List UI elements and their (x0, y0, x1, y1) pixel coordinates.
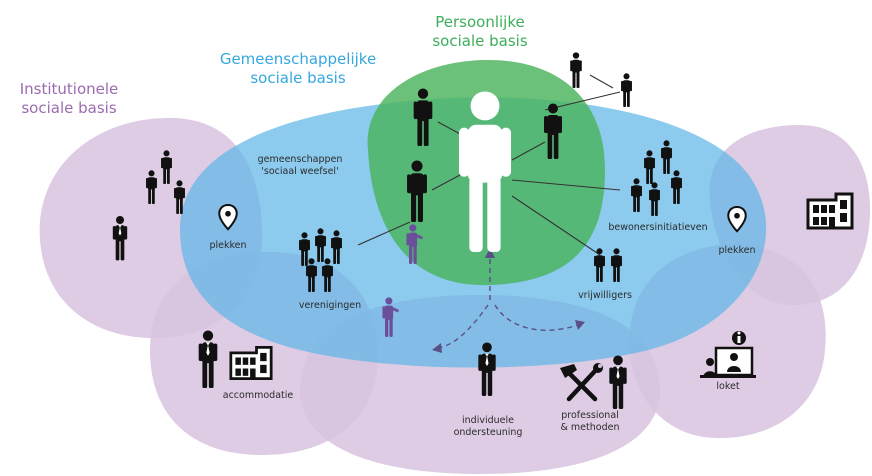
arrowhead (432, 343, 442, 353)
label-associations: verenigingen (298, 300, 362, 311)
arrowheads (432, 248, 585, 353)
title-line: sociale basis (250, 69, 346, 87)
title-line: Persoonlijke (435, 13, 525, 31)
label-places-left: plekken (209, 240, 247, 251)
connector-line (437, 121, 463, 136)
title-line: Institutionele (19, 80, 119, 98)
label-communities: gemeenschappen 'sociaal weefsel' (250, 154, 350, 178)
building-icon (806, 192, 854, 230)
title-communal-social-basis: Gemeenschappelijke sociale basis (208, 50, 388, 88)
arrowhead (575, 320, 585, 330)
label-resident-initiatives: bewonersinitiatieven (608, 222, 708, 233)
label-volunteers: vrijwilligers (578, 290, 632, 301)
connector-line (511, 195, 601, 256)
label-line: ondersteuning (453, 427, 523, 438)
label-counter: loket (716, 381, 740, 392)
title-institutional-social-basis: Institutionele sociale basis (6, 80, 132, 118)
person-icon (570, 52, 582, 88)
dashed-arrow-left (437, 304, 489, 349)
label-places-right: plekken (718, 245, 756, 256)
support-arrows (437, 258, 579, 349)
dashed-arrow-right (494, 304, 579, 331)
label-professional-methods: professional & methoden (552, 410, 628, 434)
building-icon (229, 345, 273, 381)
label-line: individuele (462, 415, 514, 426)
connector-lines (357, 74, 621, 256)
tools-icon (560, 363, 603, 402)
connector-line (431, 174, 461, 191)
arrowhead (485, 248, 495, 258)
connector-line (511, 141, 546, 161)
person-icon (621, 73, 632, 107)
label-line: 'sociaal weefsel' (261, 166, 339, 177)
connector-line (589, 74, 614, 89)
title-personal-social-basis: Persoonlijke sociale basis (420, 13, 540, 51)
title-line: sociale basis (21, 99, 117, 117)
title-line: Gemeenschappelijke (219, 50, 377, 68)
label-line: gemeenschappen (257, 154, 343, 165)
label-line: professional (561, 410, 619, 421)
counter-icon (700, 331, 756, 378)
label-accommodation: accommodatie (222, 390, 294, 401)
label-individual-support: individuele ondersteuning (440, 415, 536, 439)
connector-line (511, 179, 621, 191)
label-line: & methoden (560, 422, 620, 433)
title-line: sociale basis (432, 32, 528, 50)
connector-line (357, 221, 411, 246)
